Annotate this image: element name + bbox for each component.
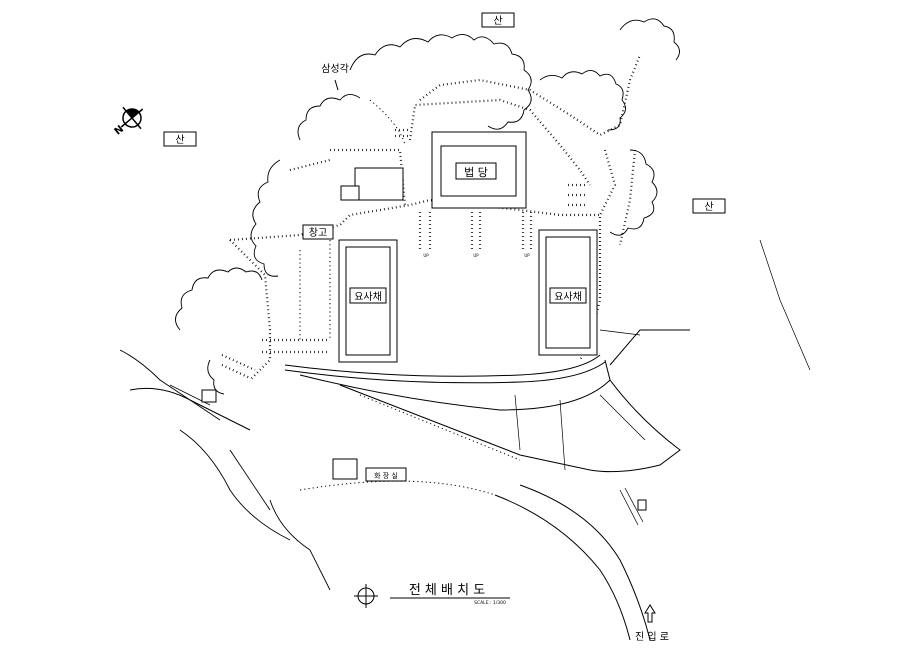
access-road [169,239,811,641]
guardhouse [637,499,647,511]
label-beopdang: 법 당 [464,166,488,179]
tree-line [119,18,680,591]
label-mountain-top: 산 [493,15,502,27]
drawing-title: 전 체 배 치 도 [409,583,485,598]
label-mountain-right: 산 [704,201,713,213]
label-hwajangsil: 화 장 실 [374,471,398,480]
title-block: 전 체 배 치 도 SCALE : 1/300 [354,583,510,608]
svg-text:N: N [113,124,126,138]
label-up-2: UP [473,253,479,258]
label-yosachae-left: 요사채 [354,291,382,303]
storage-annex [340,185,360,201]
label-yosachae-right: 요사채 [554,291,582,303]
label-changgo: 창고 [309,227,327,239]
north-arrow-icon: N [113,106,144,138]
labels: 산 산 산 삼성각 법 당 창고 요사채 요사채 화 장 실 UP UP UP … [163,12,726,643]
storage-bldg [354,167,404,201]
drawing-scale: SCALE : 1/300 [474,600,506,606]
buildings [201,131,647,526]
label-entrance: 진 입 로 [635,630,669,643]
samseonggak-pointer [334,79,339,91]
label-up-3: UP [524,253,530,258]
label-samseonggak: 삼성각 [321,63,349,75]
stairs [221,128,585,379]
label-up-1: UP [423,253,429,258]
title-circle-icon [354,584,378,608]
gate-small [201,389,217,403]
label-mountain-left: 산 [175,134,184,146]
toilet-bldg [332,458,358,480]
entrance-arrow-icon [644,604,656,623]
